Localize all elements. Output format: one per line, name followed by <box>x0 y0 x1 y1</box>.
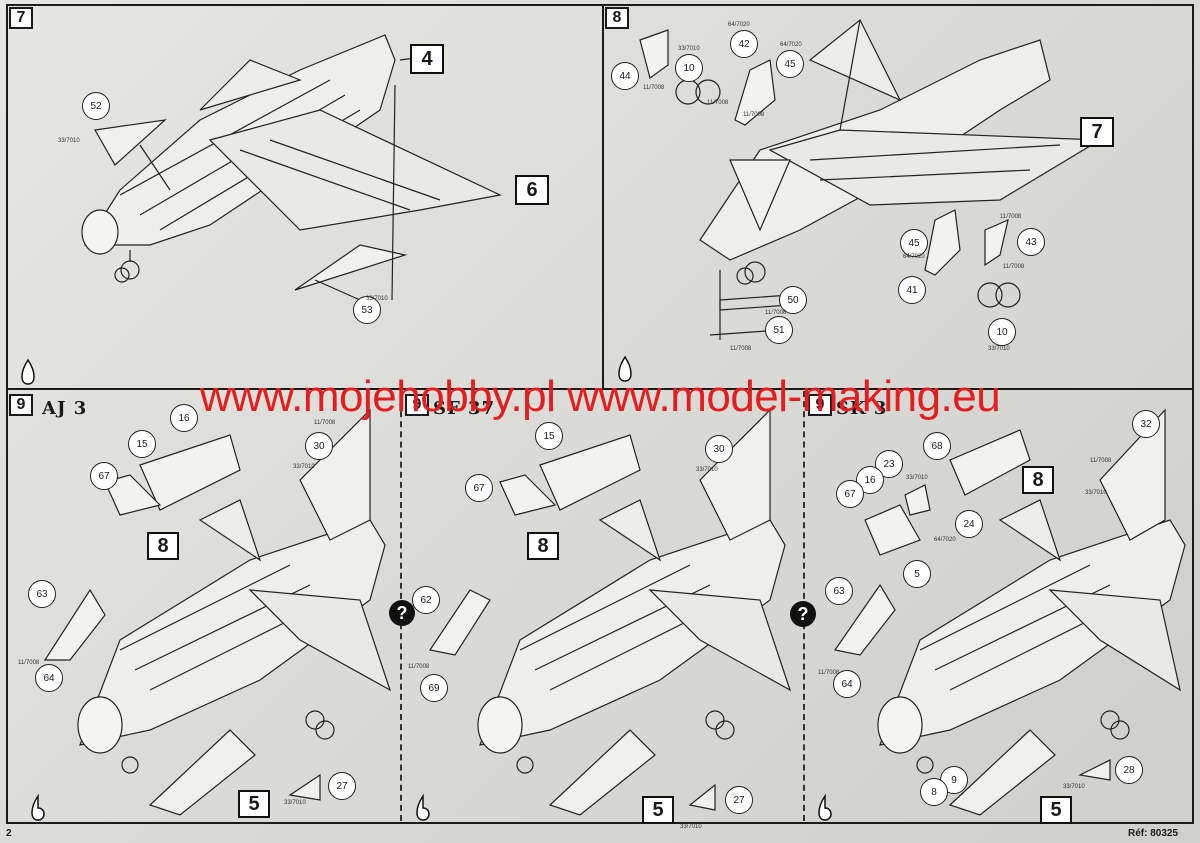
part-63: 63 <box>825 577 853 605</box>
paint-code: 11/7008 <box>1000 214 1022 220</box>
part-5: 5 <box>903 560 931 588</box>
part-64: 64 <box>833 670 861 698</box>
part-32: 32 <box>1132 410 1160 438</box>
paint-code: 33/7010 <box>988 346 1010 352</box>
paint-code: 33/7010 <box>1085 490 1107 496</box>
paint-code: 11/7008 <box>818 670 840 676</box>
part-44: 44 <box>611 62 639 90</box>
part-53: 53 <box>353 296 381 324</box>
paint-code: 11/7008 <box>730 346 752 352</box>
part-63: 63 <box>28 580 56 608</box>
part-10: 10 <box>675 54 703 82</box>
paint-code: 11/7008 <box>408 664 430 670</box>
assembly-box-8: 8 <box>1022 466 1054 494</box>
paint-code: 11/7008 <box>707 100 729 106</box>
paint-code: 11/7008 <box>314 420 336 426</box>
part-51: 51 <box>765 316 793 344</box>
paint-code: 33/7010 <box>366 296 388 302</box>
question-icon: ? <box>389 600 415 626</box>
paint-code: 11/7008 <box>1003 264 1025 270</box>
step-8-number: 8 <box>605 7 629 29</box>
variant-c-label: SK 3 <box>836 398 888 419</box>
part-67: 67 <box>465 474 493 502</box>
paint-code: 64/7020 <box>728 22 750 28</box>
part-8: 8 <box>920 778 948 806</box>
paint-code: 33/7010 <box>293 464 315 470</box>
part-10: 10 <box>988 318 1016 346</box>
part-41: 41 <box>898 276 926 304</box>
part-68: 68 <box>923 432 951 460</box>
assembly-box-7: 7 <box>1080 117 1114 147</box>
reference-number: Réf: 80325 <box>1128 828 1179 839</box>
assembly-box-5: 5 <box>642 796 674 824</box>
part-27: 27 <box>725 786 753 814</box>
glue-drop-icon <box>29 796 47 818</box>
part-15: 15 <box>535 422 563 450</box>
part-62: 62 <box>412 586 440 614</box>
paint-code: 11/7008 <box>743 112 765 118</box>
assembly-box-5: 5 <box>238 790 270 818</box>
paint-code: 11/7008 <box>1090 458 1112 464</box>
step-9c-number: 9 <box>808 394 832 416</box>
part-24: 24 <box>955 510 983 538</box>
part-69: 69 <box>420 674 448 702</box>
step-9a-number: 9 <box>9 394 33 416</box>
assembly-box-6: 6 <box>515 175 549 205</box>
assembly-box-4: 4 <box>410 44 444 74</box>
part-64: 64 <box>35 664 63 692</box>
part-42: 42 <box>730 30 758 58</box>
paint-code: 64/7020 <box>903 254 925 260</box>
paint-code: 64/7020 <box>934 537 956 543</box>
assembly-box-5: 5 <box>1040 796 1072 824</box>
assembly-box-8: 8 <box>527 532 559 560</box>
part-16: 16 <box>170 404 198 432</box>
paint-code: 64/7020 <box>780 42 802 48</box>
part-45: 45 <box>900 229 928 257</box>
variant-a-label: AJ 3 <box>42 398 88 419</box>
step-9-panel <box>6 388 1194 824</box>
part-45: 45 <box>776 50 804 78</box>
glue-drop-icon <box>816 796 834 818</box>
part-67: 67 <box>90 462 118 490</box>
part-50: 50 <box>779 286 807 314</box>
part-28: 28 <box>1115 756 1143 784</box>
part-30: 30 <box>305 432 333 460</box>
part-67: 67 <box>836 480 864 508</box>
paint-code: 11/7008 <box>643 85 665 91</box>
assembly-box-8: 8 <box>147 532 179 560</box>
paint-code: 11/7008 <box>18 660 40 666</box>
glue-drop-icon <box>414 796 432 818</box>
part-52: 52 <box>82 92 110 120</box>
paint-code: 11/7008 <box>765 310 787 316</box>
paint-code: 33/7010 <box>696 467 718 473</box>
paint-code: 33/7010 <box>1063 784 1085 790</box>
step-9b-number: 9 <box>405 394 429 416</box>
part-15: 15 <box>128 430 156 458</box>
paint-code: 33/7010 <box>906 475 928 481</box>
step-7-number: 7 <box>9 7 33 29</box>
variant-b-label: SF 37 <box>433 398 496 419</box>
watermark-text: www.mojehobby.pl www.model-making.eu <box>199 372 1001 421</box>
part-43: 43 <box>1017 228 1045 256</box>
paint-code: 33/7010 <box>58 138 80 144</box>
question-icon: ? <box>790 601 816 627</box>
paint-code: 33/7010 <box>284 800 306 806</box>
part-27: 27 <box>328 772 356 800</box>
part-30: 30 <box>705 435 733 463</box>
paint-code: 33/7010 <box>678 46 700 52</box>
paint-code: 33/7010 <box>680 824 702 830</box>
page-number: 2 <box>6 828 12 839</box>
